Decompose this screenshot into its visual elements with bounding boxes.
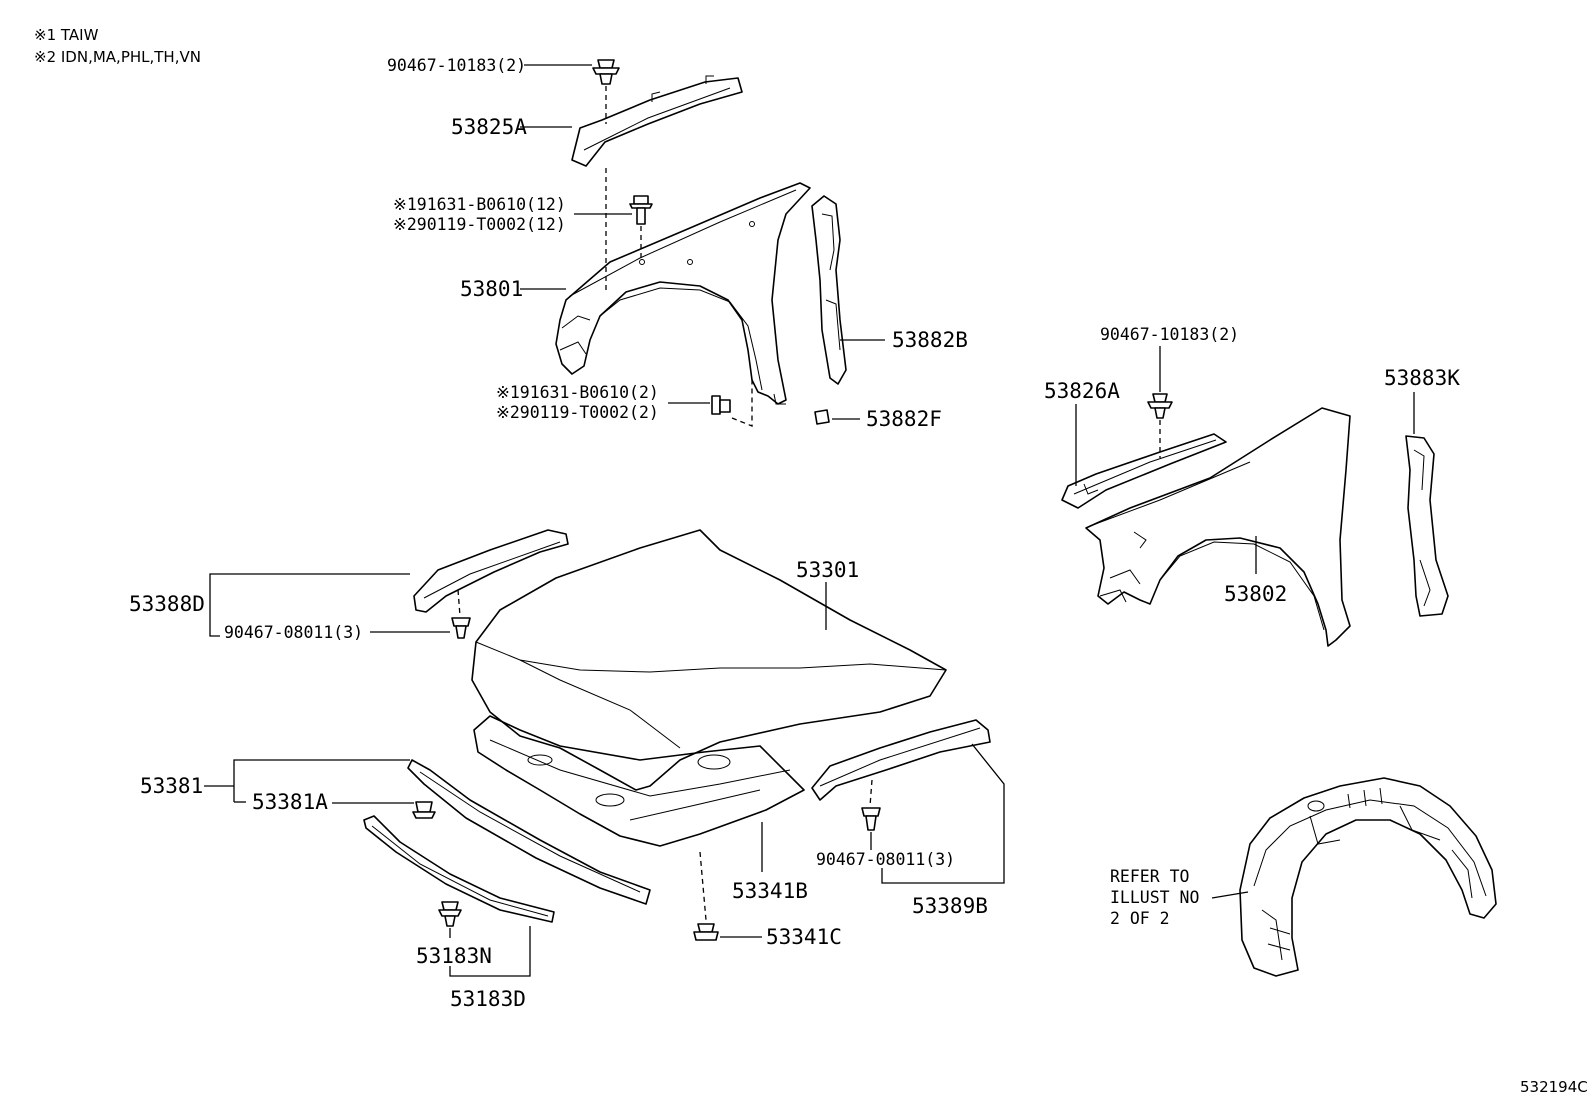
label-90467-10183-top: 90467-10183(2): [387, 56, 526, 75]
refer-text-line-2: ILLUST NO: [1110, 888, 1199, 907]
seal-53183d[interactable]: [363, 815, 555, 923]
label-90467-08011-left: 90467-08011(3): [224, 623, 363, 642]
label-53381a: 53381A: [252, 790, 328, 814]
label-53389b: 53389B: [912, 894, 988, 918]
label-bolt-upper-2: ※290119-T0002(12): [393, 215, 566, 234]
refer-text-line-1: REFER TO: [1110, 867, 1189, 886]
clip-90467-08011-left[interactable]: [451, 617, 471, 639]
label-53301: 53301: [796, 558, 859, 582]
label-53802: 53802: [1224, 582, 1287, 606]
label-53341b: 53341B: [732, 879, 808, 903]
pad-53882f[interactable]: [814, 409, 830, 425]
label-53825a: 53825A: [451, 115, 527, 139]
label-90467-10183-right: 90467-10183(2): [1100, 325, 1239, 344]
seal-53825a[interactable]: [571, 75, 743, 167]
label-53826a: 53826A: [1044, 379, 1120, 403]
fender-53801[interactable]: [555, 182, 811, 405]
seal-53381[interactable]: [407, 759, 651, 905]
clip-53381a[interactable]: [412, 801, 436, 819]
label-53183n: 53183N: [416, 944, 492, 968]
cover-53882b[interactable]: [811, 195, 847, 385]
label-90467-08011-right: 90467-08011(3): [816, 850, 955, 869]
label-53381: 53381: [140, 774, 203, 798]
note-1: ※1 TAIW: [34, 26, 99, 44]
hood-53301[interactable]: [471, 529, 947, 791]
label-bolt-lower-2: ※290119-T0002(2): [496, 403, 659, 422]
label-53341c: 53341C: [766, 925, 842, 949]
label-53883k: 53883K: [1384, 366, 1460, 390]
bolt-lower[interactable]: [711, 395, 731, 415]
fender-liner[interactable]: [1239, 777, 1497, 977]
label-53388d: 53388D: [129, 592, 205, 616]
label-53882b: 53882B: [892, 328, 968, 352]
seal-53388d[interactable]: [413, 529, 569, 613]
clip-53341c[interactable]: [693, 923, 719, 941]
clip-90467-08011-right[interactable]: [861, 807, 881, 831]
refer-text-line-3: 2 OF 2: [1110, 909, 1170, 928]
seal-53826a[interactable]: [1061, 433, 1227, 509]
label-53801: 53801: [460, 277, 523, 301]
cover-53883k[interactable]: [1405, 435, 1449, 617]
diagram-id: 532194C: [1520, 1078, 1588, 1096]
fender-53802[interactable]: [1085, 407, 1351, 647]
note-2: ※2 IDN,MA,PHL,TH,VN: [34, 48, 201, 66]
label-bolt-upper-1: ※191631-B0610(12): [393, 195, 566, 214]
label-53882f: 53882F: [866, 407, 942, 431]
label-bolt-lower-1: ※191631-B0610(2): [496, 383, 659, 402]
label-53183d: 53183D: [450, 987, 526, 1011]
insulator-53341b[interactable]: [473, 715, 805, 847]
seal-53389b[interactable]: [811, 719, 991, 801]
clip-90467-10183-top[interactable]: [592, 59, 620, 85]
clip-90467-10183-right[interactable]: [1147, 393, 1173, 419]
bolt-upper[interactable]: [629, 195, 653, 225]
clip-53183n[interactable]: [438, 901, 462, 927]
